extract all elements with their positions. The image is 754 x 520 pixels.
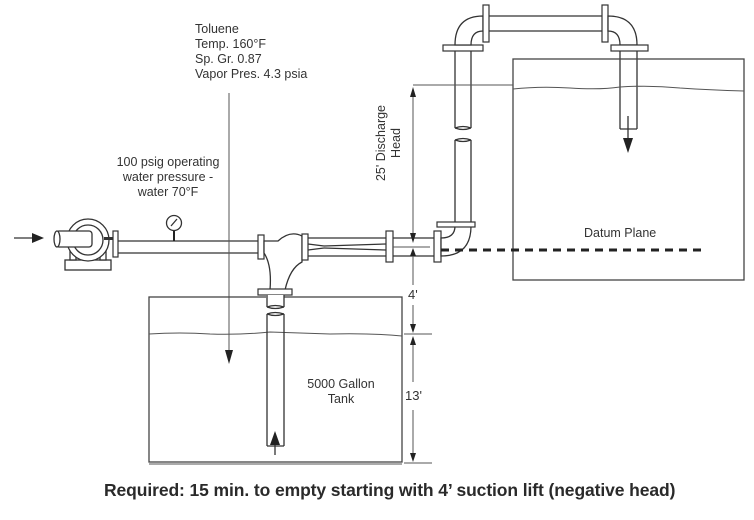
fluid-temperature: Temp. 160°F — [195, 37, 267, 51]
suction-pipe — [266, 295, 285, 447]
liquid-depth-dimension — [404, 336, 432, 464]
discharge-head-dimension — [410, 84, 513, 243]
receiving-tank — [512, 58, 745, 281]
fluid-vapor-pressure: Vapor Pres. 4.3 psia — [195, 67, 308, 81]
fluid-specific-gravity: Sp. Gr. 0.87 — [195, 52, 262, 66]
requirement-caption: Required: 15 min. to empty starting with… — [104, 480, 676, 500]
suction-arrow-icon — [270, 431, 280, 455]
pressure-gauge-icon — [165, 214, 183, 241]
tank-capacity: 5000 Gallon — [307, 377, 375, 391]
motive-pipe — [118, 240, 258, 254]
suction-lift-label: 4' — [408, 287, 418, 302]
discharge-head-line-1: 25' Discharge — [374, 104, 388, 182]
discharge-head-line-2: Head — [389, 128, 403, 158]
discharge-pipe — [436, 4, 649, 257]
tank-word: Tank — [327, 392, 355, 406]
suction-lift-dimension — [404, 248, 432, 335]
datum-plane-label: Datum Plane — [584, 226, 657, 240]
flange — [257, 288, 293, 296]
centrifugal-pump-icon — [53, 218, 119, 271]
suction-tee — [263, 233, 303, 291]
inlet-arrow-icon — [14, 233, 44, 243]
tank-label: 5000 Gallon Tank — [296, 377, 386, 407]
eductor-icon — [301, 230, 442, 263]
liquid-depth-label: 13' — [405, 388, 422, 403]
flange — [257, 234, 265, 260]
motive-fluid-label: 100 psig operating water pressure - wate… — [108, 155, 228, 200]
fluid-properties-label: Toluene Temp. 160°F Sp. Gr. 0.87 Vapor P… — [195, 22, 307, 82]
fluid-pointer-arrow — [225, 93, 233, 364]
outlet-arrow-icon — [623, 116, 633, 153]
motive-line-2: water pressure - — [122, 170, 214, 184]
fluid-name: Toluene — [195, 22, 239, 36]
motive-line-3: water 70°F — [137, 185, 199, 199]
motive-line-1: 100 psig operating — [116, 155, 220, 169]
discharge-head-label: 25' Discharge Head — [374, 98, 404, 188]
